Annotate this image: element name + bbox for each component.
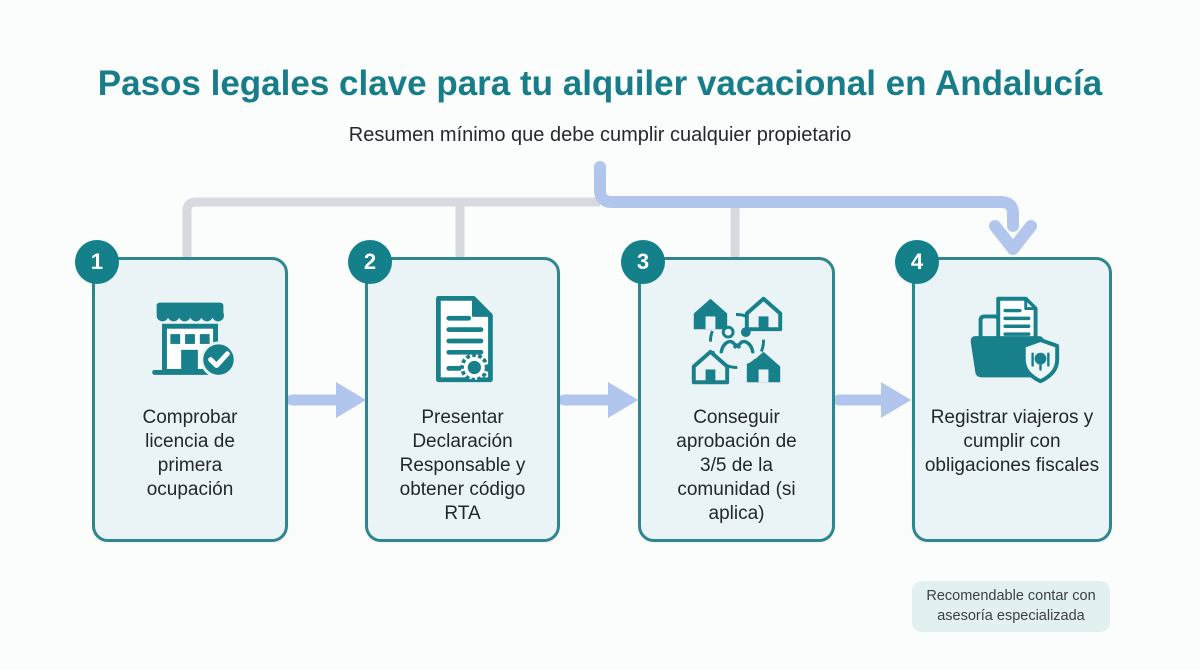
blue-main-line <box>594 161 1037 255</box>
document-seal-icon <box>368 282 557 398</box>
flow-arrows <box>286 382 911 418</box>
step-card-3: 3 <box>621 240 835 542</box>
step-label: Presentar Declaración Responsable y obte… <box>399 407 526 524</box>
step-card-1: 1 Comprobar licencia de primera ocupació… <box>75 240 288 542</box>
down-arrowhead-icon <box>989 220 1037 255</box>
step-card-2: 2 Presentar Declaración Responsable y ob… <box>348 240 560 542</box>
arrow-right-icon <box>833 382 911 418</box>
arrow-right-icon <box>558 382 638 418</box>
step-label: Comprobar licencia de primera ocupación <box>142 407 238 500</box>
folder-shield-icon <box>915 282 1109 398</box>
step-card-4: 4 <box>895 240 1112 542</box>
page-subtitle: Resumen mínimo que debe cumplir cualquie… <box>348 124 852 146</box>
gray-branch-line <box>182 197 740 258</box>
step-number-badge: 4 <box>895 240 939 284</box>
community-agreement-icon <box>641 282 832 398</box>
page-title: Pasos legales clave para tu alquiler vac… <box>97 64 1103 103</box>
step-number-badge: 2 <box>348 240 392 284</box>
step-label: Conseguir aprobación de 3/5 de la comuni… <box>676 407 797 524</box>
storefront-check-icon <box>95 282 285 398</box>
arrow-right-icon <box>286 382 366 418</box>
step-label: Registrar viajeros y cumplir con obligac… <box>924 407 1100 476</box>
advice-note: Recomendable contar con asesoría especia… <box>912 581 1110 632</box>
step-number-badge: 1 <box>75 240 119 284</box>
step-number-badge: 3 <box>621 240 665 284</box>
